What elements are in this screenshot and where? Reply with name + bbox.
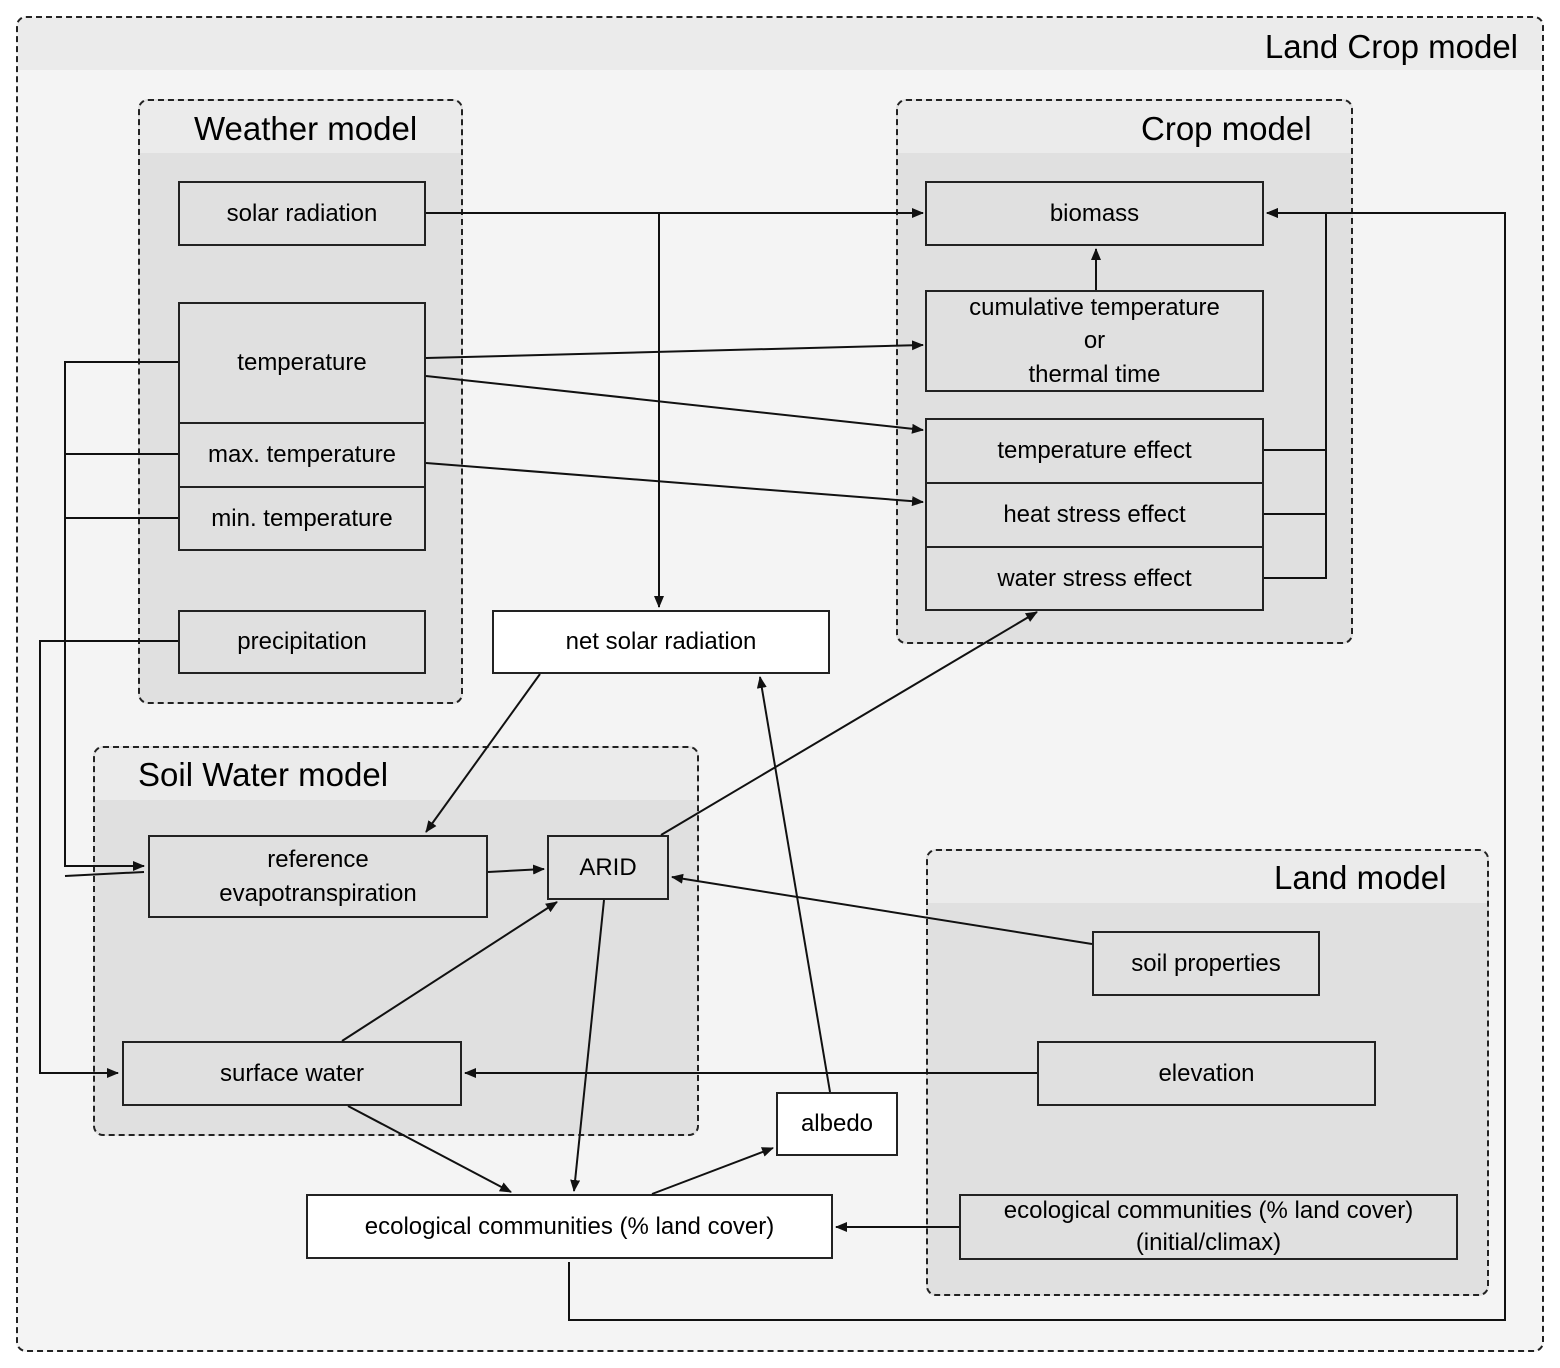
elevation-node: elevation: [1037, 1041, 1376, 1106]
arid-node: ARID: [547, 835, 669, 900]
net-solar-radiation-node: net solar radiation: [492, 610, 830, 674]
land-crop-model-title: Land Crop model: [1264, 28, 1518, 65]
ecological-communities-initial-node: ecological communities (% land cover) (i…: [959, 1194, 1458, 1260]
soil-properties-node: soil properties: [1092, 931, 1320, 996]
edge-eco-to-biomass-loop: [568, 208, 1506, 1321]
edge-precip-to-surface-water: [39, 640, 178, 1078]
temperature-effect-node: temperature effect: [925, 418, 1264, 484]
edge-temperature-to-temp-effect: [425, 375, 924, 434]
crop-model-title: Crop model: [1141, 110, 1312, 147]
biomass-node: biomass: [925, 181, 1264, 246]
min-temperature-node: min. temperature: [178, 486, 426, 551]
heat-stress-effect-node: heat stress effect: [925, 482, 1264, 548]
edge-max-temp-to-heat-stress: [425, 462, 924, 507]
solar-radiation-node: solar radiation: [178, 181, 426, 246]
land-model-title: Land model: [1274, 859, 1447, 896]
surface-water-node: surface water: [122, 1041, 462, 1106]
cumulative-temperature-node: cumulative temperature or thermal time: [925, 290, 1264, 392]
edge-surface-water-to-arid: [341, 901, 558, 1042]
edge-surface-water-to-eco: [347, 1105, 512, 1193]
water-stress-effect-node: water stress effect: [925, 546, 1264, 611]
temperature-node: temperature: [178, 302, 426, 424]
edge-soil-to-arid: [671, 873, 1093, 945]
edge-ref-evap-to-arid: [487, 864, 545, 875]
precipitation-node: precipitation: [178, 610, 426, 674]
edge-water-stress-bus: [1264, 213, 1327, 579]
edge-eco-to-albedo: [651, 1147, 774, 1195]
reference-evapotranspiration-node: reference evapotranspiration: [148, 835, 488, 918]
weather-model-title: Weather model: [194, 110, 418, 147]
edge-temperature-to-cumulative: [425, 340, 924, 359]
edge-solar-to-ref-evap-extra: [64, 871, 145, 877]
ecological-communities-node: ecological communities (% land cover): [306, 1194, 833, 1259]
edge-arid-to-water-stress: [660, 611, 1038, 836]
max-temperature-node: max. temperature: [178, 422, 426, 488]
edge-albedo-to-net-solar: [756, 676, 831, 1093]
edge-arid-to-eco: [570, 899, 605, 1192]
edge-temperature-to-ref-evap: [64, 361, 178, 871]
albedo-node: albedo: [776, 1092, 898, 1156]
edge-net-solar-to-ref-evap: [425, 673, 541, 833]
soil-water-model-title: Soil Water model: [138, 756, 389, 793]
